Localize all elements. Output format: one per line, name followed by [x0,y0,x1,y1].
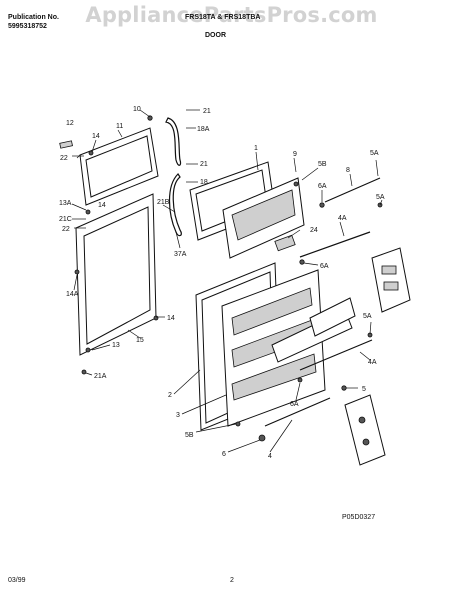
callout-24: 24 [310,227,318,234]
callout-4a-top: 4A [338,215,347,222]
section-title: DOOR [205,32,226,39]
callout-18: 18 [200,179,208,186]
hinge-21a [81,369,87,375]
callout-21: 21 [200,161,208,168]
callout-37a: 37A [174,251,187,258]
callout-6a-mid: 6A [320,263,329,270]
callout-6: 6 [222,451,226,458]
screw-14b [85,209,91,215]
callout-4: 4 [268,453,272,460]
cap-5 [341,385,347,391]
hinge-13 [85,347,91,353]
shelf-support-inset [344,394,386,466]
publication-number: 5995318752 [8,23,47,30]
callout-6a-top: 6A [318,183,327,190]
footer-date: 03/99 [8,577,26,584]
handle-trim-piece [59,140,73,149]
callout-13: 13 [112,342,120,349]
diagram-code: P05D0327 [342,514,376,521]
callout-14-b: 14 [98,202,106,209]
callout-18a: 18A [197,126,210,133]
callout-5a-top: 5A [370,150,379,157]
callout-4a: 4A [368,359,377,366]
callout-21-upper: 21 [203,108,211,115]
callout-3: 3 [176,412,180,419]
dairy-compartment [309,297,356,337]
model-numbers: FRS18TA & FRS18TBA [185,14,261,21]
callout-6a-low: 6A [290,401,299,408]
callout-2: 2 [168,392,172,399]
callout-9: 9 [293,151,297,158]
callout-labels: 10 21 18A 12 14 11 22 21 18 1 9 5B 5A 8 … [59,106,385,460]
cap-6a [299,259,305,265]
freezer-door-liner [222,177,305,259]
cap-6a-upper [319,202,325,208]
callout-14-c: 14 [167,315,175,322]
callout-10: 10 [133,106,141,113]
shelf-bar-freezer [299,231,371,258]
publication-label: Publication No. [8,14,59,21]
shelf-bar-upper [324,177,381,203]
fresh-food-door-frame [75,193,157,356]
shelf-bar-bottom [264,397,331,427]
freezer-door-frame [76,127,159,206]
cap-6a-lower [297,377,303,383]
callout-21c: 21C [59,216,72,223]
callout-8: 8 [346,167,350,174]
screw-14c [153,315,159,321]
callout-14-top: 14 [92,133,100,140]
shelf-bar-fresh [299,339,373,371]
callout-21b: 21B [157,199,170,206]
cap-6 [258,434,266,442]
callout-11: 11 [116,123,123,130]
screw-10 [147,115,153,121]
footer-page: 2 [230,577,234,584]
callout-1: 1 [254,145,258,152]
callout-22: 22 [62,226,70,233]
callout-5a-mid: 5A [376,194,385,201]
callout-15: 15 [136,337,144,344]
plug-5b-upper [293,181,299,187]
callout-22-top: 22 [60,155,68,162]
callout-5a-low: 5A [363,313,372,320]
callout-12: 12 [66,120,74,127]
freezer-door-gasket [189,161,276,241]
callout-13a: 13A [59,200,72,207]
upper-handle [165,117,182,166]
lower-handle [168,173,182,237]
callout-5b-top: 5B [318,161,327,168]
callout-5b: 5B [185,432,194,439]
callout-5: 5 [362,386,366,393]
bin-end-cap-inset [371,247,411,313]
leader-lines [71,109,383,453]
screw-14a [74,269,80,275]
callout-21a: 21A [94,373,107,380]
callout-14a: 14A [66,291,79,298]
plug-5b [235,421,241,427]
